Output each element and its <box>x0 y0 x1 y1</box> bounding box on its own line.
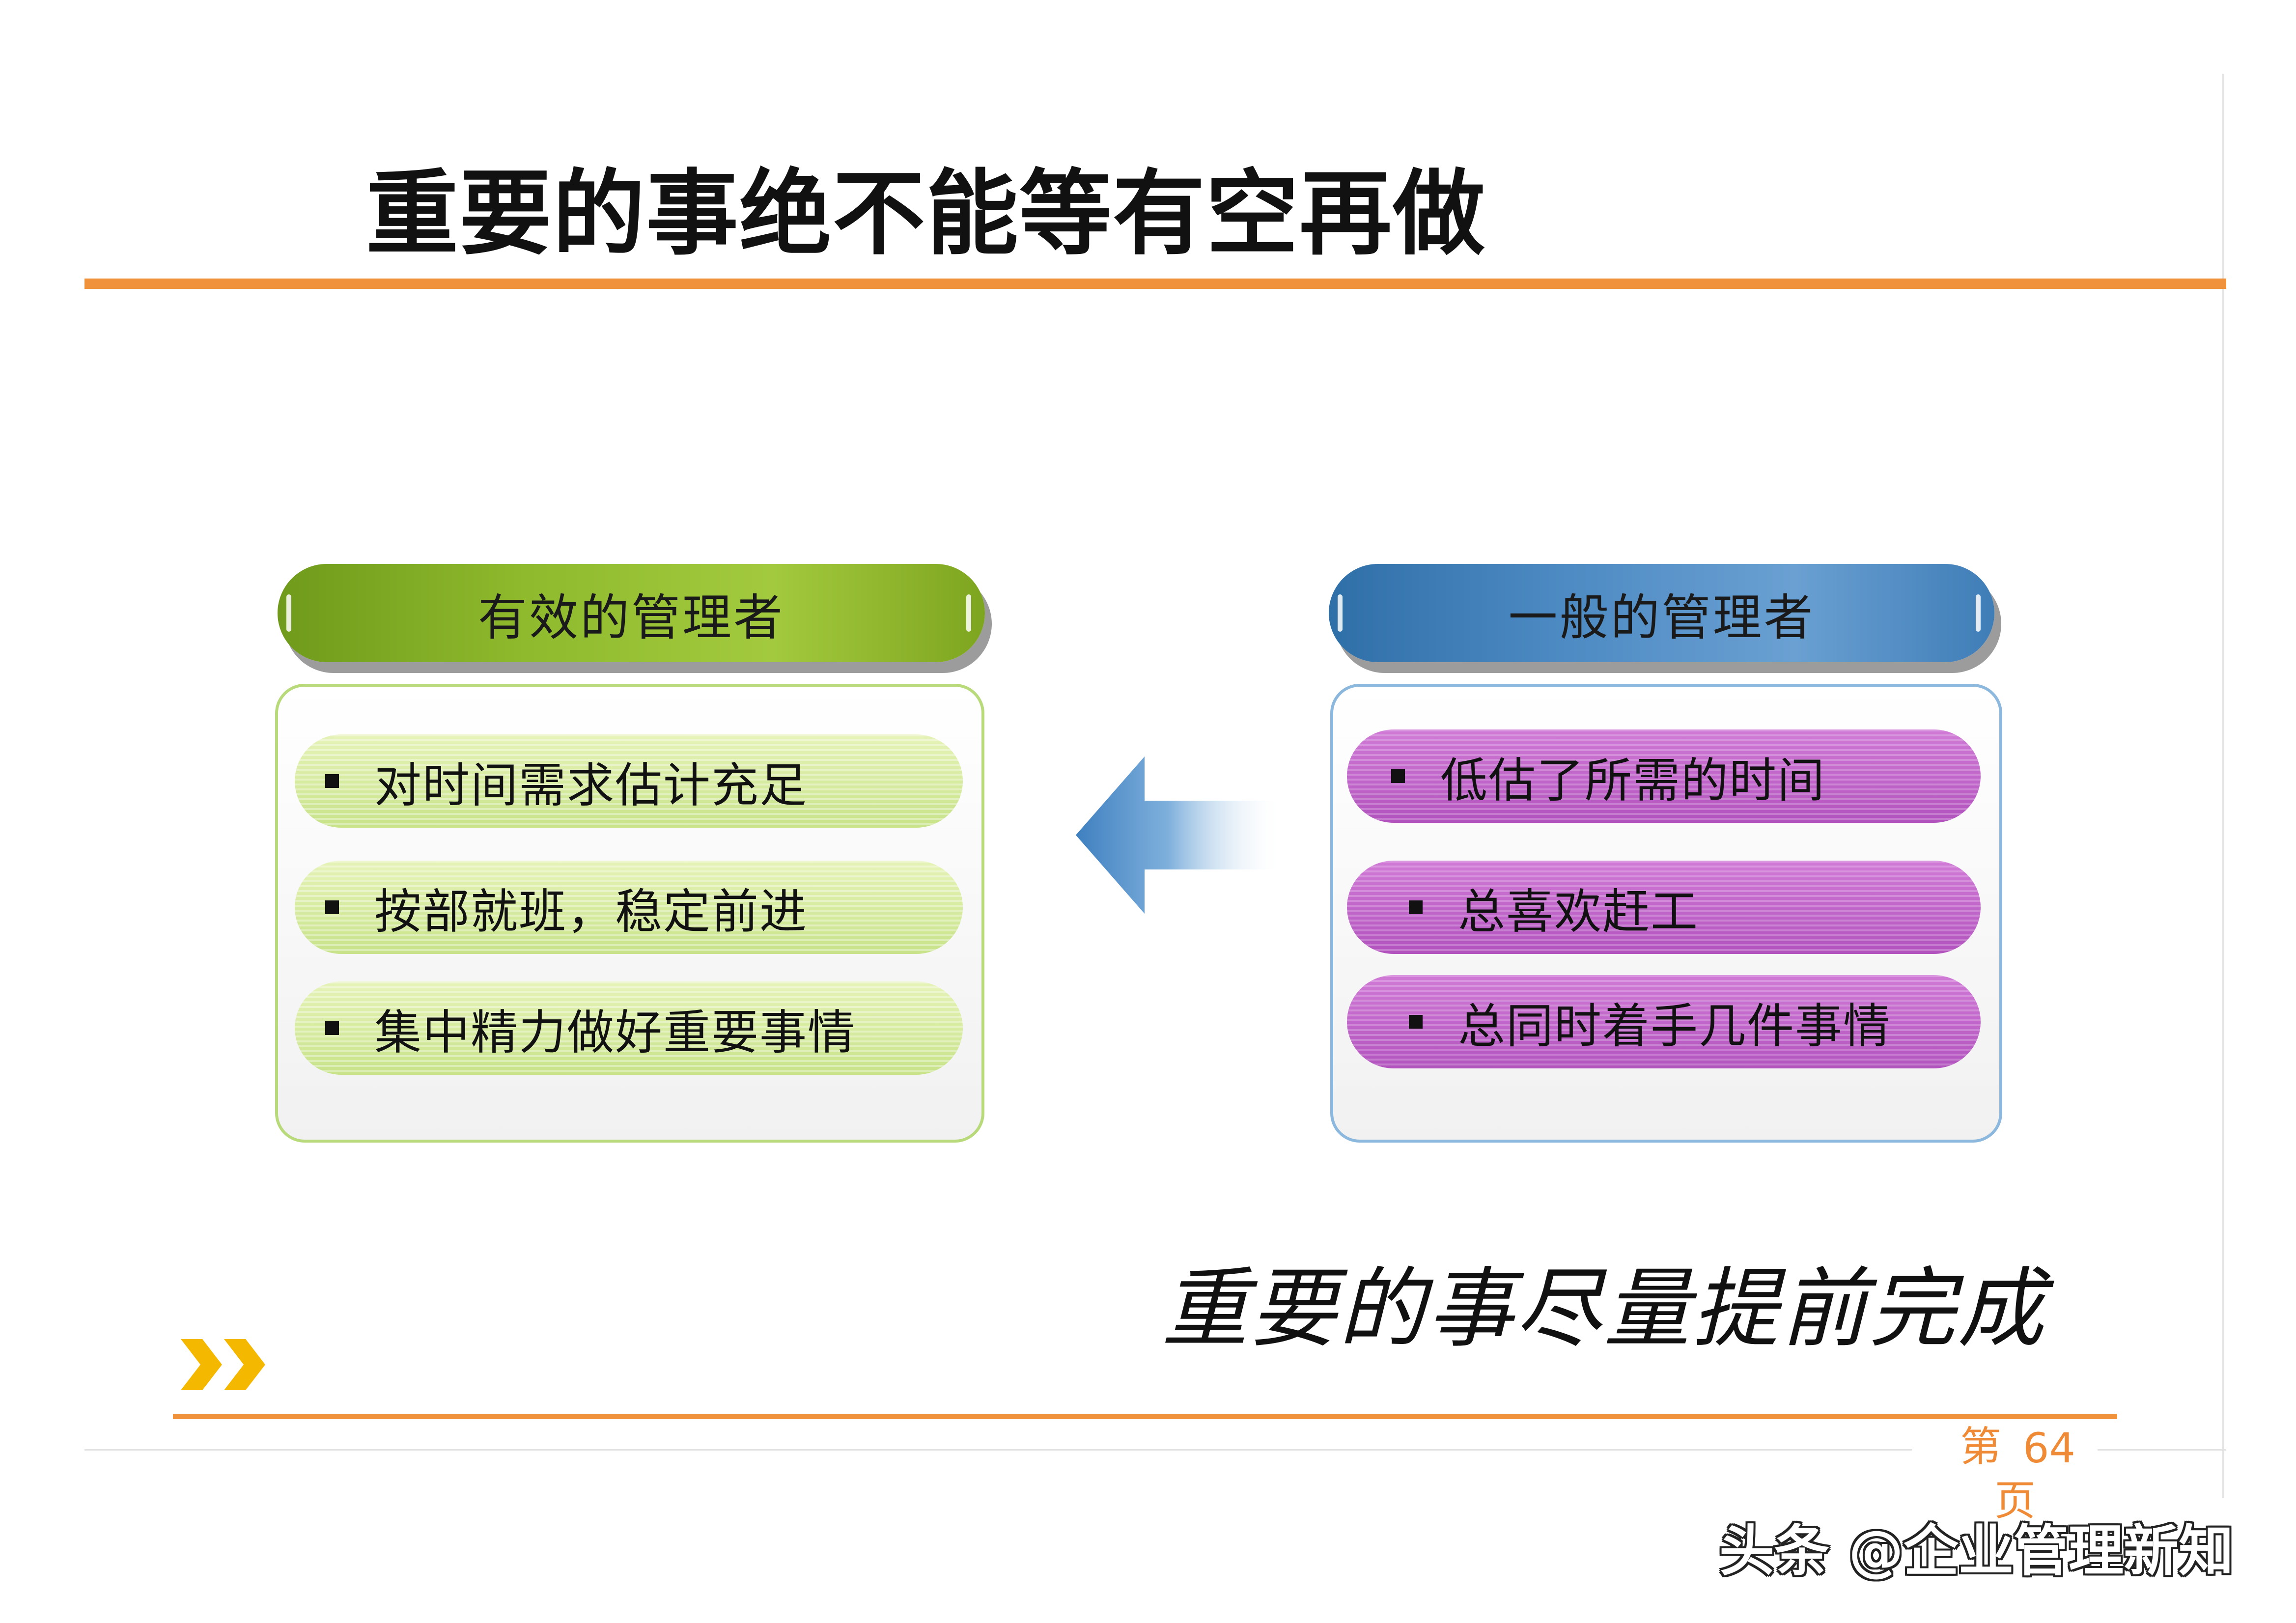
slide-title: 重要的事绝不能等有空再做 <box>366 159 1486 268</box>
square-bullet-icon <box>1409 1015 1423 1029</box>
item-text: 对时间需求估计充足 <box>374 757 808 813</box>
square-bullet-icon <box>325 900 339 914</box>
average-manager-header: 一般的管理者 <box>1329 564 1994 662</box>
average-manager-item: 总喜欢赶工 <box>1347 861 1981 954</box>
effective-manager-item: 按部就班，稳定前进 <box>295 861 963 954</box>
item-text: 总同时着手几件事情 <box>1458 998 1891 1054</box>
effective-manager-header: 有效的管理者 <box>278 564 985 662</box>
item-text: 按部就班，稳定前进 <box>374 884 808 939</box>
arrow-left-icon <box>1076 756 1282 914</box>
double-chevron-right-icon <box>181 1339 265 1390</box>
pill-right-cap <box>966 594 971 632</box>
item-text: 集中精力做好重要事情 <box>374 1005 856 1060</box>
slogan-text: 重要的事尽量提前完成 <box>1162 1259 2046 1359</box>
effective-manager-item: 集中精力做好重要事情 <box>295 981 963 1075</box>
effective-manager-header-label: 有效的管理者 <box>478 588 784 646</box>
effective-manager-item: 对时间需求估计充足 <box>295 734 963 828</box>
page-number-prefix: 第 <box>1960 1423 2002 1471</box>
item-text: 总喜欢赶工 <box>1458 884 1699 939</box>
page-number-suffix: 页 <box>1994 1477 2036 1525</box>
pill-right-cap <box>1976 594 1981 632</box>
footer-line <box>84 1449 1912 1451</box>
square-bullet-icon <box>325 1021 339 1035</box>
average-manager-item: 总同时着手几件事情 <box>1347 975 1981 1068</box>
square-bullet-icon <box>1409 900 1423 914</box>
page-number: 64 <box>2023 1424 2075 1472</box>
pill-left-cap <box>1338 594 1343 632</box>
average-manager-item: 低估了所需的时间 <box>1347 729 1981 823</box>
bottom-rule <box>173 1414 2117 1419</box>
item-text: 低估了所需的时间 <box>1440 753 1825 808</box>
square-bullet-icon <box>1391 769 1405 783</box>
title-underline <box>84 279 2226 289</box>
right-edge-line <box>2222 74 2224 1498</box>
footer-line-right <box>2098 1449 2226 1451</box>
watermark: 头条 @企业管理新知 <box>1719 1519 2234 1583</box>
average-manager-header-label: 一般的管理者 <box>1508 588 1815 646</box>
square-bullet-icon <box>325 774 339 788</box>
pill-left-cap <box>286 594 291 632</box>
